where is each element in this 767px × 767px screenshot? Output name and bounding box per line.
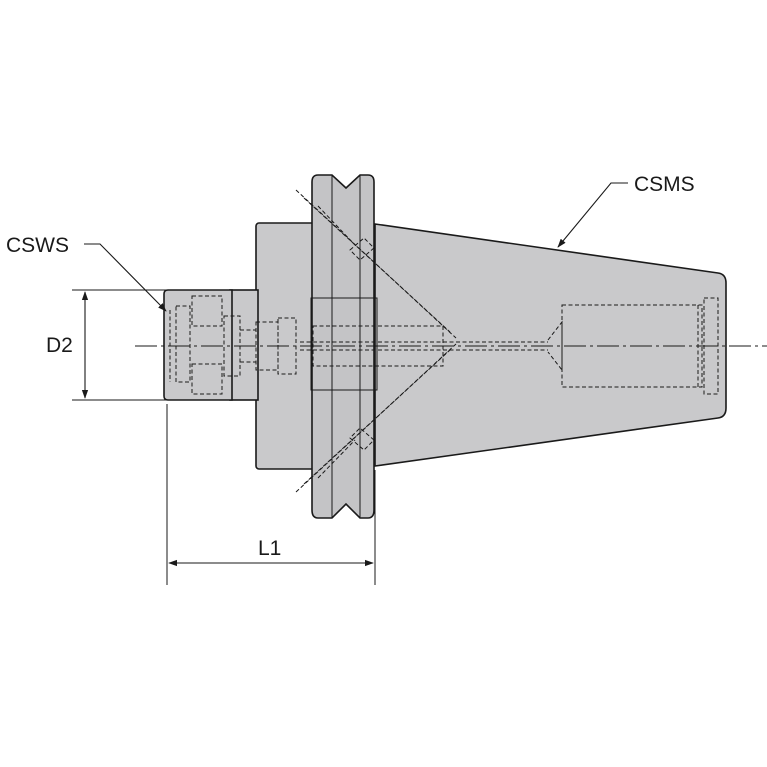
l1-label: L1 — [258, 537, 281, 560]
flange — [311, 174, 375, 519]
neck — [229, 289, 259, 401]
csms-leader — [557, 182, 628, 248]
csws-label: CSWS — [6, 234, 69, 257]
csms-label: CSMS — [634, 173, 695, 196]
csws-leader — [84, 243, 167, 312]
front-coupling — [163, 289, 233, 401]
d2-label: D2 — [46, 334, 73, 357]
taper-shank — [374, 223, 727, 467]
